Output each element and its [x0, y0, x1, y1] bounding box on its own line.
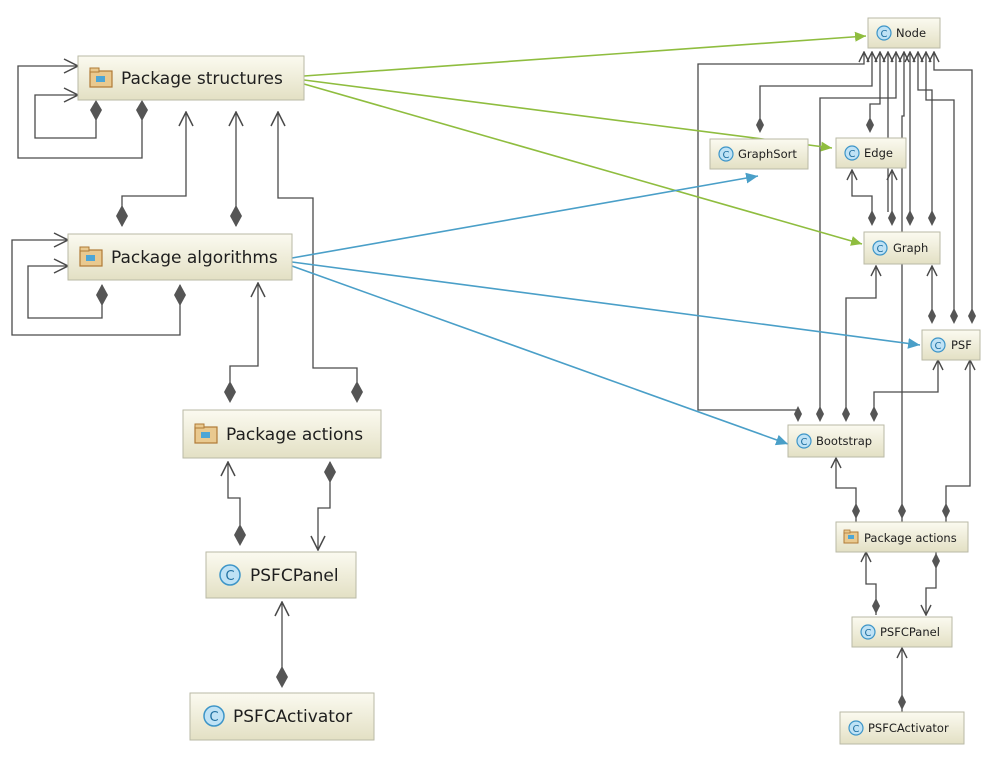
right-psfcactivator-label: PSFCActivator: [868, 721, 949, 735]
package-icon: [843, 529, 859, 544]
package-icon: [79, 246, 103, 267]
svg-text:C: C: [723, 150, 730, 161]
class-icon: C: [860, 624, 876, 640]
algorithms-to-graphsort-arrow: [291, 172, 759, 259]
structures-to-graph-arrow: [303, 83, 863, 246]
right-node-box[interactable]: C Node: [867, 17, 941, 49]
psf-label: PSF: [951, 338, 972, 352]
svg-text:C: C: [853, 724, 860, 735]
right-psf-box[interactable]: C PSF: [921, 329, 981, 361]
class-icon: C: [844, 145, 860, 161]
psfcpanel-label: PSFCPanel: [250, 566, 339, 586]
class-icon: C: [876, 25, 892, 41]
package-icon: [194, 423, 218, 444]
cross-arrows: [291, 31, 921, 446]
svg-text:C: C: [877, 244, 884, 255]
class-icon: C: [203, 705, 225, 727]
left-psfcactivator-box[interactable]: C PSFCActivator: [189, 692, 375, 741]
left-psfcpanel-box[interactable]: C PSFCPanel: [205, 551, 357, 599]
svg-text:C: C: [225, 569, 234, 584]
left-diamonds: [90, 100, 363, 688]
svg-text:C: C: [801, 437, 808, 448]
left-package-actions-box[interactable]: Package actions: [182, 409, 382, 459]
algorithms-to-bootstrap-arrow: [291, 265, 789, 446]
class-icon: C: [219, 564, 241, 586]
graphsort-label: GraphSort: [738, 147, 797, 161]
right-package-actions-box[interactable]: Package actions: [835, 521, 969, 553]
edge-label: Edge: [864, 146, 893, 160]
svg-text:C: C: [881, 29, 888, 40]
right-psfcactivator-box[interactable]: C PSFCActivator: [839, 711, 965, 745]
left-package-algorithms-box[interactable]: Package algorithms: [67, 233, 293, 281]
class-icon: C: [930, 337, 946, 353]
class-icon: C: [872, 240, 888, 256]
structures-to-edge-arrow: [303, 79, 833, 152]
right-graphsort-box[interactable]: C GraphSort: [709, 138, 809, 170]
right-bootstrap-box[interactable]: C Bootstrap: [787, 424, 885, 458]
structures-to-node-arrow: [303, 31, 867, 77]
class-icon: C: [796, 433, 812, 449]
right-package-actions-label: Package actions: [864, 531, 957, 545]
right-edges: [697, 52, 972, 712]
class-icon: C: [718, 146, 734, 162]
graph-label: Graph: [893, 241, 928, 255]
bootstrap-label: Bootstrap: [816, 434, 872, 448]
svg-text:C: C: [849, 149, 856, 160]
package-icon: [89, 67, 113, 88]
class-icon: C: [848, 720, 864, 736]
right-psfcpanel-label: PSFCPanel: [880, 625, 940, 639]
psfcactivator-label: PSFCActivator: [233, 707, 352, 727]
svg-text:C: C: [865, 628, 872, 639]
algorithms-to-psf-arrow: [291, 261, 921, 349]
right-diamonds: [756, 117, 976, 710]
svg-text:C: C: [935, 341, 942, 352]
package-actions-label: Package actions: [226, 425, 363, 445]
right-psfcpanel-box[interactable]: C PSFCPanel: [851, 616, 953, 648]
right-edge-box[interactable]: C Edge: [835, 137, 907, 169]
right-graph-box[interactable]: C Graph: [863, 231, 941, 265]
left-package-structures-box[interactable]: Package structures: [77, 55, 305, 101]
package-structures-label: Package structures: [121, 69, 283, 89]
package-algorithms-label: Package algorithms: [111, 248, 278, 268]
svg-text:C: C: [209, 710, 218, 725]
node-label: Node: [896, 26, 926, 40]
